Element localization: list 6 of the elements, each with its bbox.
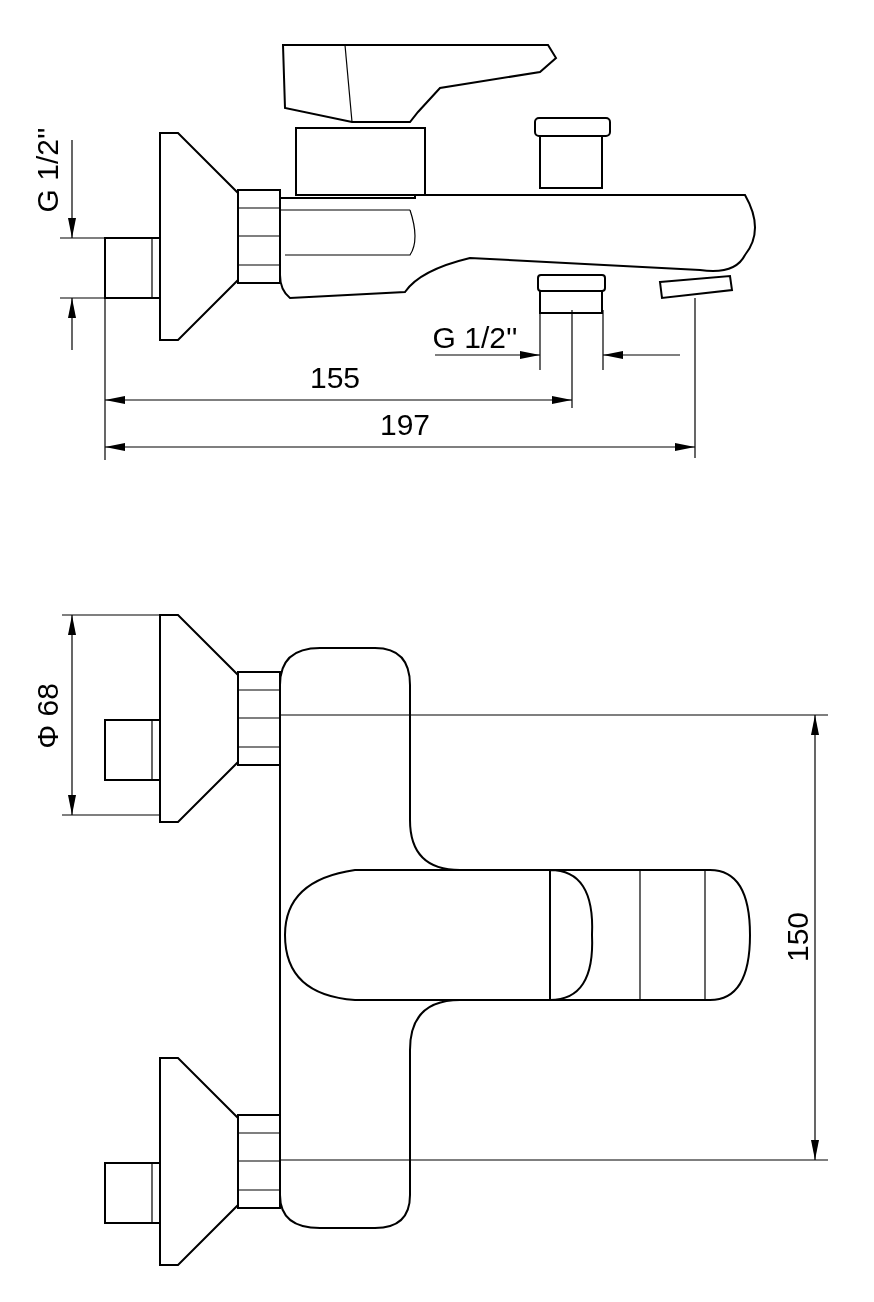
dimension-label: G 1/2'' <box>33 127 63 213</box>
dimension-label: Φ 68 <box>33 683 63 749</box>
dimension-label: 197 <box>379 410 431 440</box>
dimension-label: 155 <box>309 363 361 393</box>
dimension-label: G 1/2'' <box>432 323 518 353</box>
dimension-label: 150 <box>783 911 813 963</box>
